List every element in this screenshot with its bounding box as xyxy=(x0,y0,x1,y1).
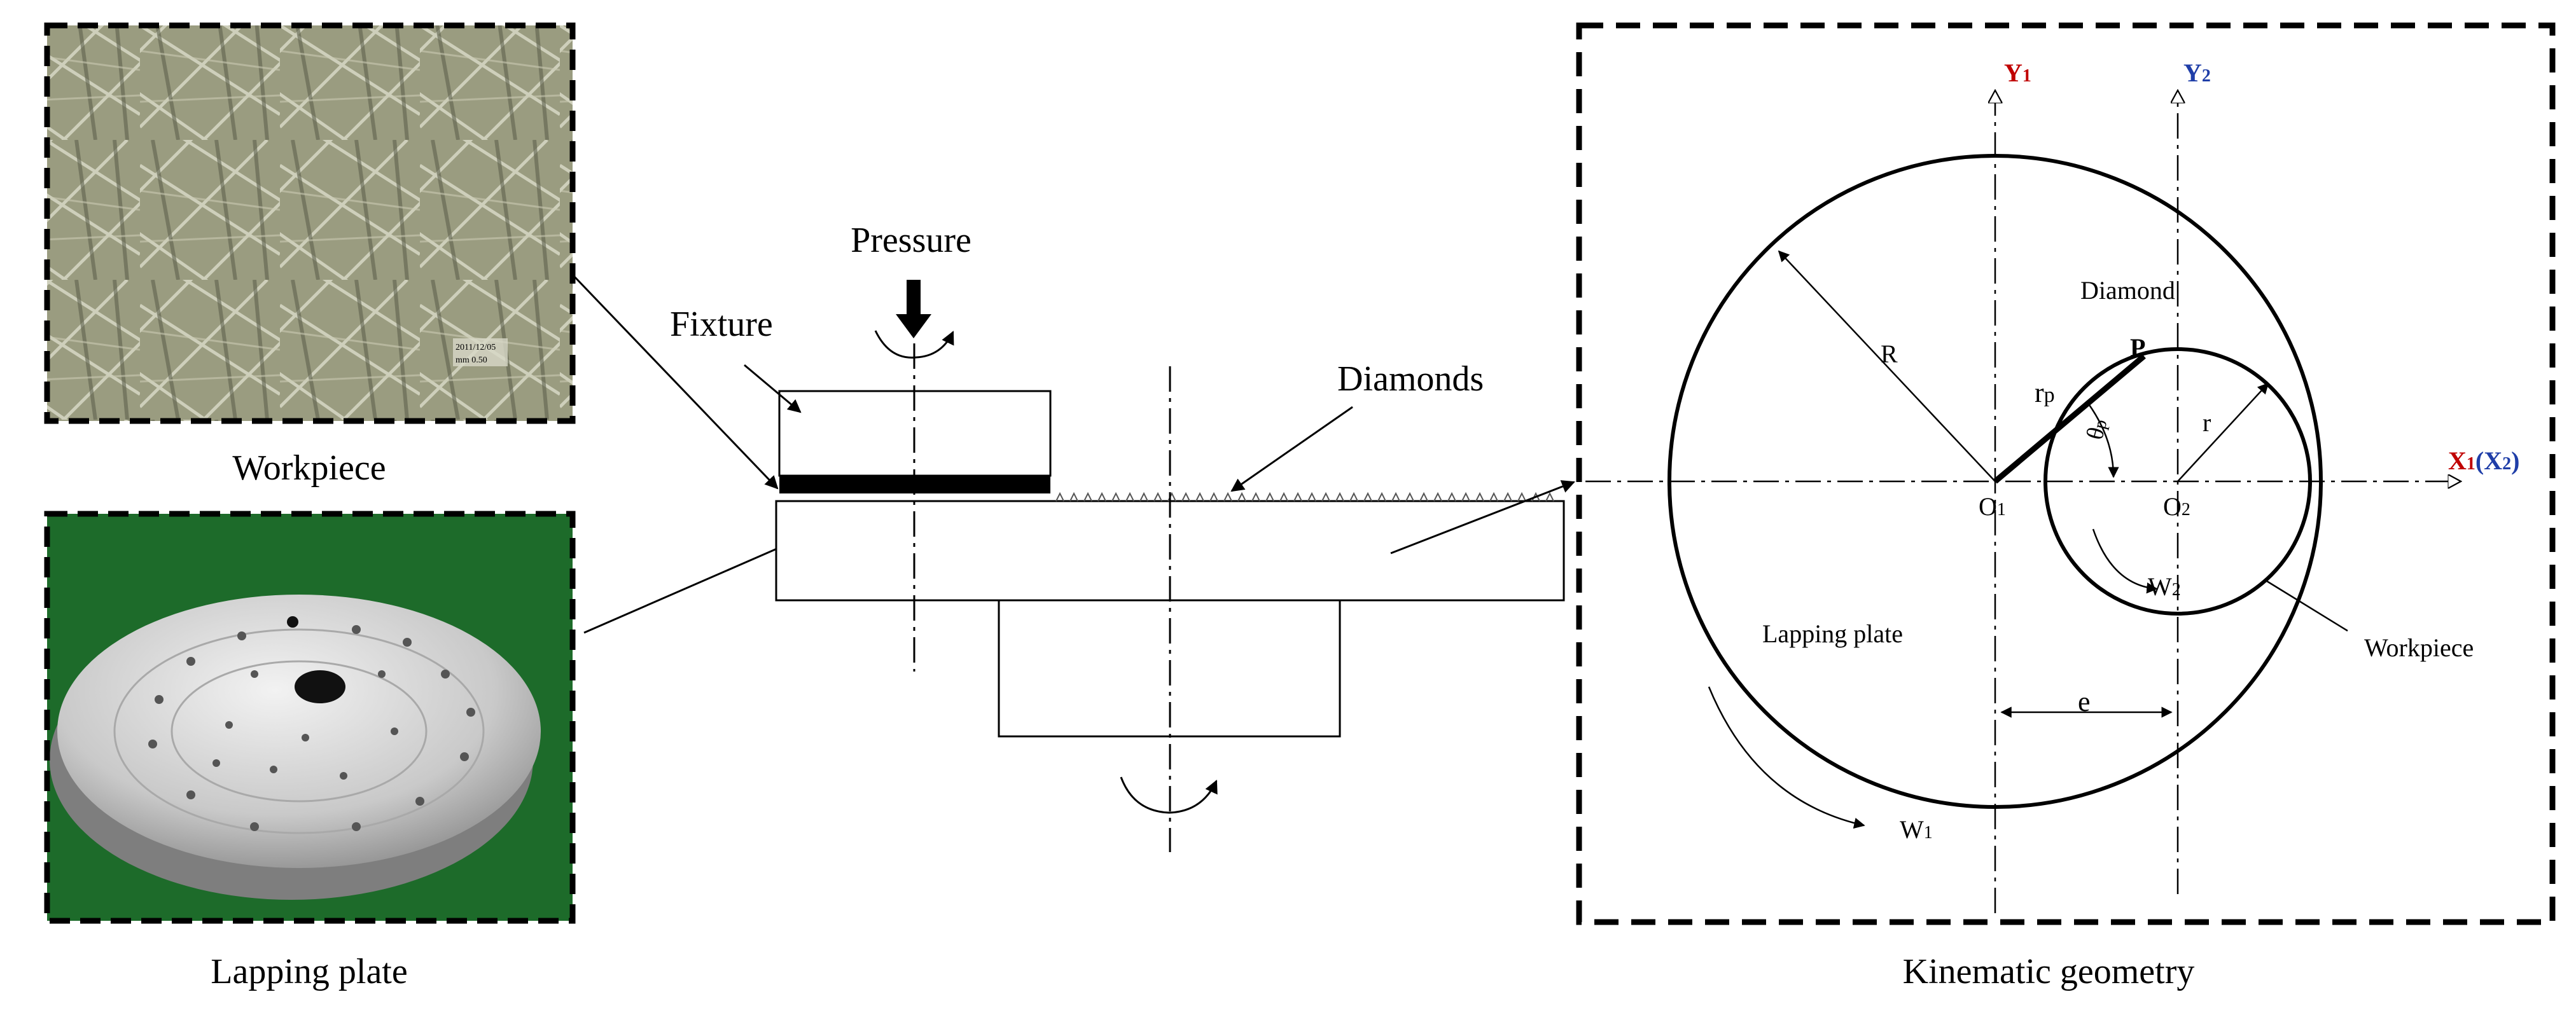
diamond-label: Diamond xyxy=(2080,276,2175,305)
fixture-label: Fixture xyxy=(670,305,773,344)
theta-label: θp xyxy=(2082,416,2113,443)
pressure-label: Pressure xyxy=(851,221,971,260)
photo-stamp: 2011/12/05 mm 0.50 xyxy=(453,338,508,366)
diamonds-pointer xyxy=(1230,406,1353,492)
kinematic-frame xyxy=(1576,22,2556,925)
e-label: e xyxy=(2078,686,2091,717)
W2-rotation-arrow xyxy=(2092,528,2158,594)
workpiece-caption: Workpiece xyxy=(232,448,386,488)
kinematic-caption: Kinematic geometry xyxy=(1903,952,2195,991)
kinematic-connector-arrow xyxy=(1390,480,1575,555)
lapping-plate-photo xyxy=(44,511,576,924)
plate-holes xyxy=(148,616,475,831)
kinematic-geometry-panel: Y1 Y2 X1(X2) R r rp P θp O1 O2 Diamond W… xyxy=(1576,22,2556,925)
P-label: P xyxy=(2130,333,2145,362)
workpiece-label: Workpiece xyxy=(2364,633,2474,662)
x-axis-label: X1(X2) xyxy=(2448,446,2519,475)
W1-label: W1 xyxy=(1900,815,1933,844)
diamond-grits xyxy=(1055,492,1554,502)
y2-label: Y2 xyxy=(2183,59,2211,87)
lapping-plate-caption: Lapping plate xyxy=(211,952,407,991)
theta-arc xyxy=(2087,403,2119,478)
O1-label: O1 xyxy=(1979,492,2006,521)
R-label: R xyxy=(1881,340,1898,368)
O2-label: O2 xyxy=(2163,492,2190,521)
lapping-plate-label: Lapping plate xyxy=(1762,619,1903,648)
diamond-grit-row xyxy=(1055,492,1554,502)
workpiece-connector-arrow xyxy=(571,273,779,490)
pressure-arrow-head xyxy=(896,314,931,338)
workpiece-photo: 2011/12/05 mm 0.50 xyxy=(44,22,576,424)
workpiece-circle xyxy=(2043,347,2312,616)
fixture-rotation-arrow xyxy=(874,330,954,359)
pressure-arrow-shaft xyxy=(907,280,921,314)
W2-label: W2 xyxy=(2148,572,2181,601)
rp-label: rp xyxy=(2035,377,2055,408)
rp-line xyxy=(1993,354,2146,484)
lapping-schematic: Pressure Fixture Diamonds xyxy=(571,221,1575,852)
R-radius-line xyxy=(1778,250,1996,482)
diamonds-label: Diamonds xyxy=(1337,359,1484,399)
photo-stamp-scale: mm 0.50 xyxy=(456,355,487,365)
center-hole xyxy=(295,670,345,703)
y1-label: Y1 xyxy=(2004,59,2031,87)
photo-stamp-date: 2011/12/05 xyxy=(456,343,496,352)
r-label: r xyxy=(2203,408,2211,437)
plate-rotation-arrow xyxy=(1120,776,1218,814)
lapping-plate-circle xyxy=(1667,154,2323,809)
workpiece-leader xyxy=(2264,579,2348,632)
fixture-pointer xyxy=(744,364,802,413)
r-radius-line xyxy=(2177,382,2269,482)
W1-rotation-arrow xyxy=(1708,686,1865,829)
plate-top xyxy=(57,595,541,868)
